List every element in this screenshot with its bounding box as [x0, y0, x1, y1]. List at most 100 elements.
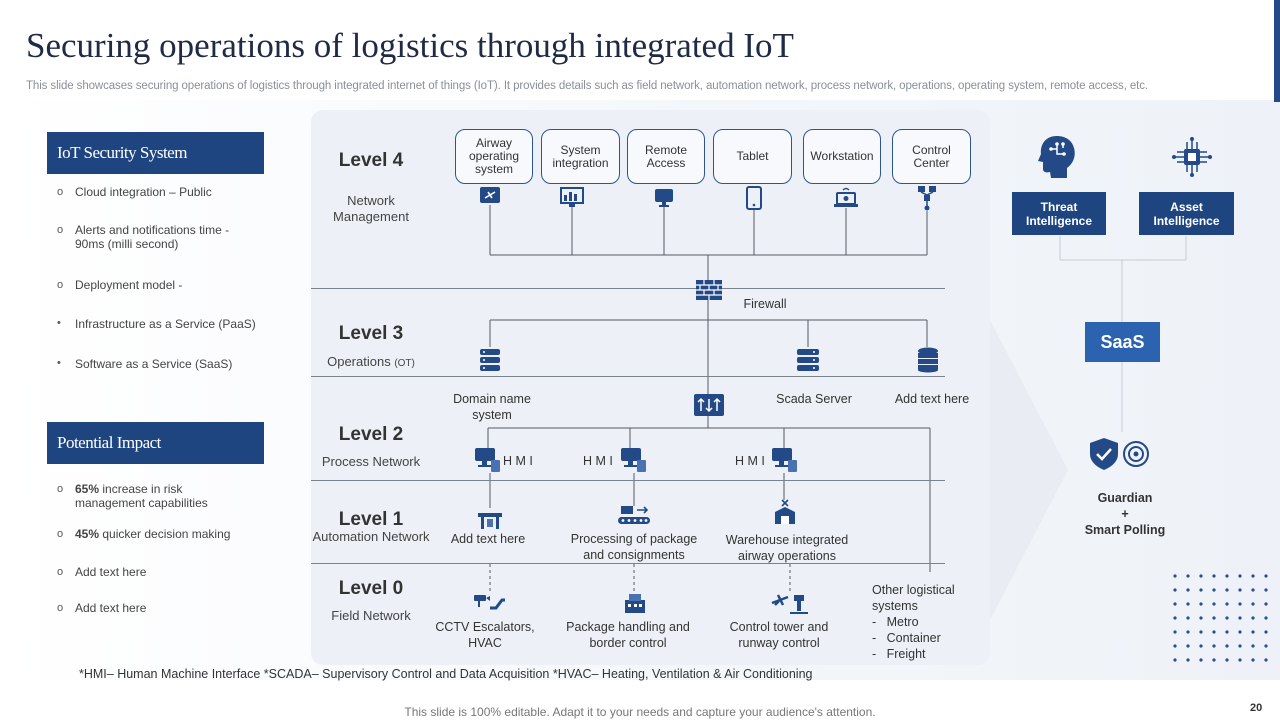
- level-1-subtitle: Automation Network: [312, 529, 430, 544]
- level1-package-processing: Processing of package and consignments: [570, 532, 698, 562]
- impact-item-risk: 65% increase in risk management capabili…: [75, 482, 245, 510]
- page-title: Securing operations of logistics through…: [26, 26, 794, 65]
- firewall-label: Firewall: [743, 297, 787, 311]
- database-icon: [918, 347, 938, 373]
- iot-security-header: IoT Security System: [47, 132, 264, 174]
- level-divider: [311, 376, 945, 377]
- hmi-icon: [772, 448, 797, 472]
- tablet-icon: [746, 186, 762, 210]
- accent-bar: [1274, 0, 1280, 102]
- bullet-marker: o: [57, 483, 64, 495]
- ai-head-icon: [1038, 136, 1075, 178]
- impact-text: increase in risk management capabilities: [75, 482, 208, 510]
- potential-impact-header: Potential Impact: [47, 422, 264, 464]
- package-handling-icon: [625, 594, 645, 613]
- iot-item-cloud: Cloud integration – Public: [75, 185, 212, 199]
- iot-item-deployment: Deployment model -: [75, 278, 183, 292]
- airplane-screen-icon: [480, 187, 500, 203]
- hmi-icon: [475, 448, 500, 472]
- level-divider: [311, 480, 945, 481]
- level-4-title: Level 4: [338, 150, 404, 171]
- monitor-icon: [655, 189, 673, 207]
- level-4-subtitle: Network Management: [333, 193, 409, 224]
- footnote: *HMI– Human Machine Interface *SCADA– Su…: [79, 667, 813, 681]
- other-systems-item: - Container: [872, 631, 941, 645]
- bullet-marker: o: [57, 186, 64, 198]
- impact-item-decision: 45% quicker decision making: [75, 527, 265, 541]
- level-divider: [311, 563, 945, 564]
- device-system-integration: System integration: [541, 129, 620, 184]
- network-diagram-panel: [311, 110, 990, 665]
- warehouse-airplane-icon: [775, 499, 795, 524]
- device-control-center: Control Center: [892, 129, 971, 184]
- page-number: 20: [1250, 702, 1263, 714]
- other-systems-item: - Metro: [872, 615, 919, 629]
- bullet-marker: o: [57, 566, 64, 578]
- laptop-wifi-icon: [834, 187, 858, 207]
- dns-label: Domain name system: [453, 392, 531, 422]
- gate-icon: [478, 513, 502, 529]
- control-tower-icon: [771, 594, 808, 614]
- other-systems-item-text: Freight: [886, 647, 926, 661]
- device-workstation: Workstation: [803, 129, 881, 184]
- asset-intelligence-box: Asset Intelligence: [1139, 192, 1234, 235]
- impact-text: quicker decision making: [99, 527, 231, 541]
- server-icon: [480, 349, 500, 371]
- impact-item-placeholder: Add text here: [75, 565, 147, 579]
- other-systems-item-text: Metro: [886, 615, 919, 629]
- level-0-title: Level 0: [338, 578, 404, 599]
- other-systems-item: - Freight: [872, 647, 926, 661]
- cctv-escalator-icon: [474, 595, 505, 610]
- level1-warehouse-airway: Warehouse integrated airway operations: [725, 533, 849, 563]
- scada-label: Scada Server: [776, 392, 852, 406]
- hmi-label: H M I: [503, 454, 533, 468]
- bullet-marker: o: [57, 528, 64, 540]
- bullet-marker: •: [57, 357, 61, 369]
- scada-server-icon: [797, 349, 819, 371]
- shield-target-icon: [1090, 438, 1149, 470]
- impact-value: 65%: [75, 482, 100, 496]
- network-control-icon: [918, 186, 936, 211]
- other-systems-title: Other logistical systems: [872, 583, 955, 613]
- level-divider: [311, 288, 945, 289]
- smart-polling-label: Smart Polling: [1084, 523, 1166, 537]
- other-systems-item-text: Container: [886, 631, 941, 645]
- editable-note: This slide is 100% editable. Adapt it to…: [404, 705, 876, 719]
- level-3-subtitle: Operations (OT): [311, 354, 431, 372]
- threat-intelligence-box: Threat Intelligence: [1012, 192, 1106, 235]
- level-2-subtitle: Process Network: [321, 454, 421, 469]
- impact-value: 45%: [75, 527, 100, 541]
- iot-item-iaas: Infrastructure as a Service (PaaS): [75, 317, 256, 331]
- hmi-label: H M I: [583, 454, 613, 468]
- level-3-subtitle-text: Operations: [327, 354, 391, 369]
- level0-control-tower: Control tower and runway control: [729, 620, 829, 650]
- bullet-marker: •: [57, 317, 61, 329]
- level-3-title: Level 3: [338, 323, 404, 344]
- impact-item-placeholder: Add text here: [75, 601, 147, 615]
- iot-item-saas: Software as a Service (SaaS): [75, 357, 233, 371]
- guardian-smart-polling: Guardian + Smart Polling: [1070, 490, 1180, 538]
- guardian-label: Guardian: [1097, 491, 1153, 505]
- level0-cctv: CCTV Escalators, HVAC: [435, 620, 535, 650]
- plus-label: +: [1121, 507, 1129, 521]
- level-1-title: Level 1: [338, 509, 404, 530]
- transfer-arrows-icon: [694, 394, 724, 416]
- firewall-icon: [696, 280, 722, 300]
- chip-network-icon: [1172, 137, 1212, 177]
- dashboard-icon: [560, 187, 584, 207]
- bullet-marker: o: [57, 279, 64, 291]
- device-airway-os: Airway operating system: [455, 129, 533, 184]
- saas-box: SaaS: [1085, 322, 1160, 362]
- level1-add-text: Add text here: [450, 532, 526, 546]
- level0-package-handling: Package handling and border control: [566, 620, 690, 650]
- level-2-title: Level 2: [338, 424, 404, 445]
- device-remote-access: Remote Access: [627, 129, 705, 184]
- bullet-marker: o: [57, 602, 64, 614]
- conveyor-icon: [618, 506, 650, 524]
- level-0-subtitle: Field Network: [331, 608, 411, 623]
- page-subtitle: This slide showcases securing operations…: [26, 80, 1149, 92]
- hmi-label: H M I: [735, 454, 765, 468]
- bullet-marker: o: [57, 224, 64, 236]
- level3-add-text: Add text here: [894, 392, 970, 406]
